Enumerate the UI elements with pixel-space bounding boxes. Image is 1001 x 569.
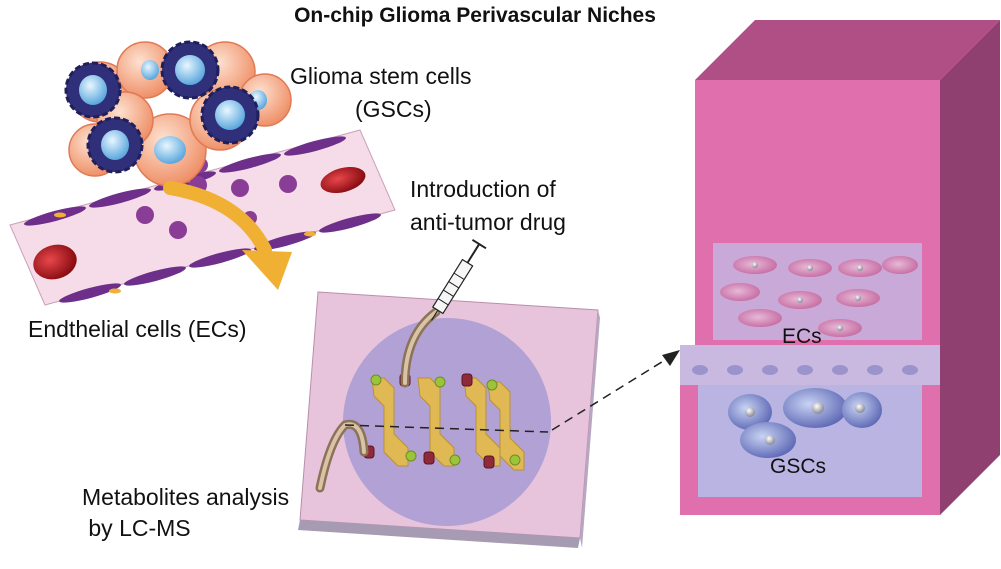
niche-box (680, 20, 1000, 515)
metabolites-label-line2: by LC-MS (82, 515, 191, 541)
blood-vessel (9, 129, 396, 306)
tumor-nuclei (141, 60, 267, 164)
drug-label-line2: anti-tumor drug (410, 209, 566, 235)
chip-ports-green (370, 374, 521, 466)
ec-cells (720, 256, 918, 337)
migration-arrow (163, 181, 292, 290)
gsc-nuclei (79, 55, 245, 160)
chip-well (343, 318, 551, 526)
gsc-cells-box (728, 388, 882, 458)
zoom-arrow (551, 350, 680, 431)
membrane-pores (692, 365, 918, 375)
metabolites-label-line1: Metabolites analysis (82, 484, 290, 510)
syringe-icon (430, 238, 487, 321)
box-top (695, 20, 1000, 80)
box-right (940, 20, 1000, 515)
microfluidic-chip (298, 291, 600, 548)
box-ecs-label: ECs (782, 325, 822, 348)
box-gscs-label: GSCs (770, 455, 827, 478)
ec-label: Endthelial cells (ECs) (28, 316, 247, 342)
drug-label-line1: Introduction of (410, 176, 556, 202)
diagram-title: On-chip Glioma Perivascular Niches (294, 4, 656, 27)
glioma-cell-cluster (64, 40, 292, 187)
gsc-label-line2: (GSCs) (355, 96, 432, 122)
chip-channels (371, 377, 525, 471)
red-blood-cells (33, 166, 366, 280)
membrane (680, 345, 940, 385)
section-line (344, 424, 549, 433)
gsc-label-line1: Glioma stem cells (290, 63, 472, 89)
